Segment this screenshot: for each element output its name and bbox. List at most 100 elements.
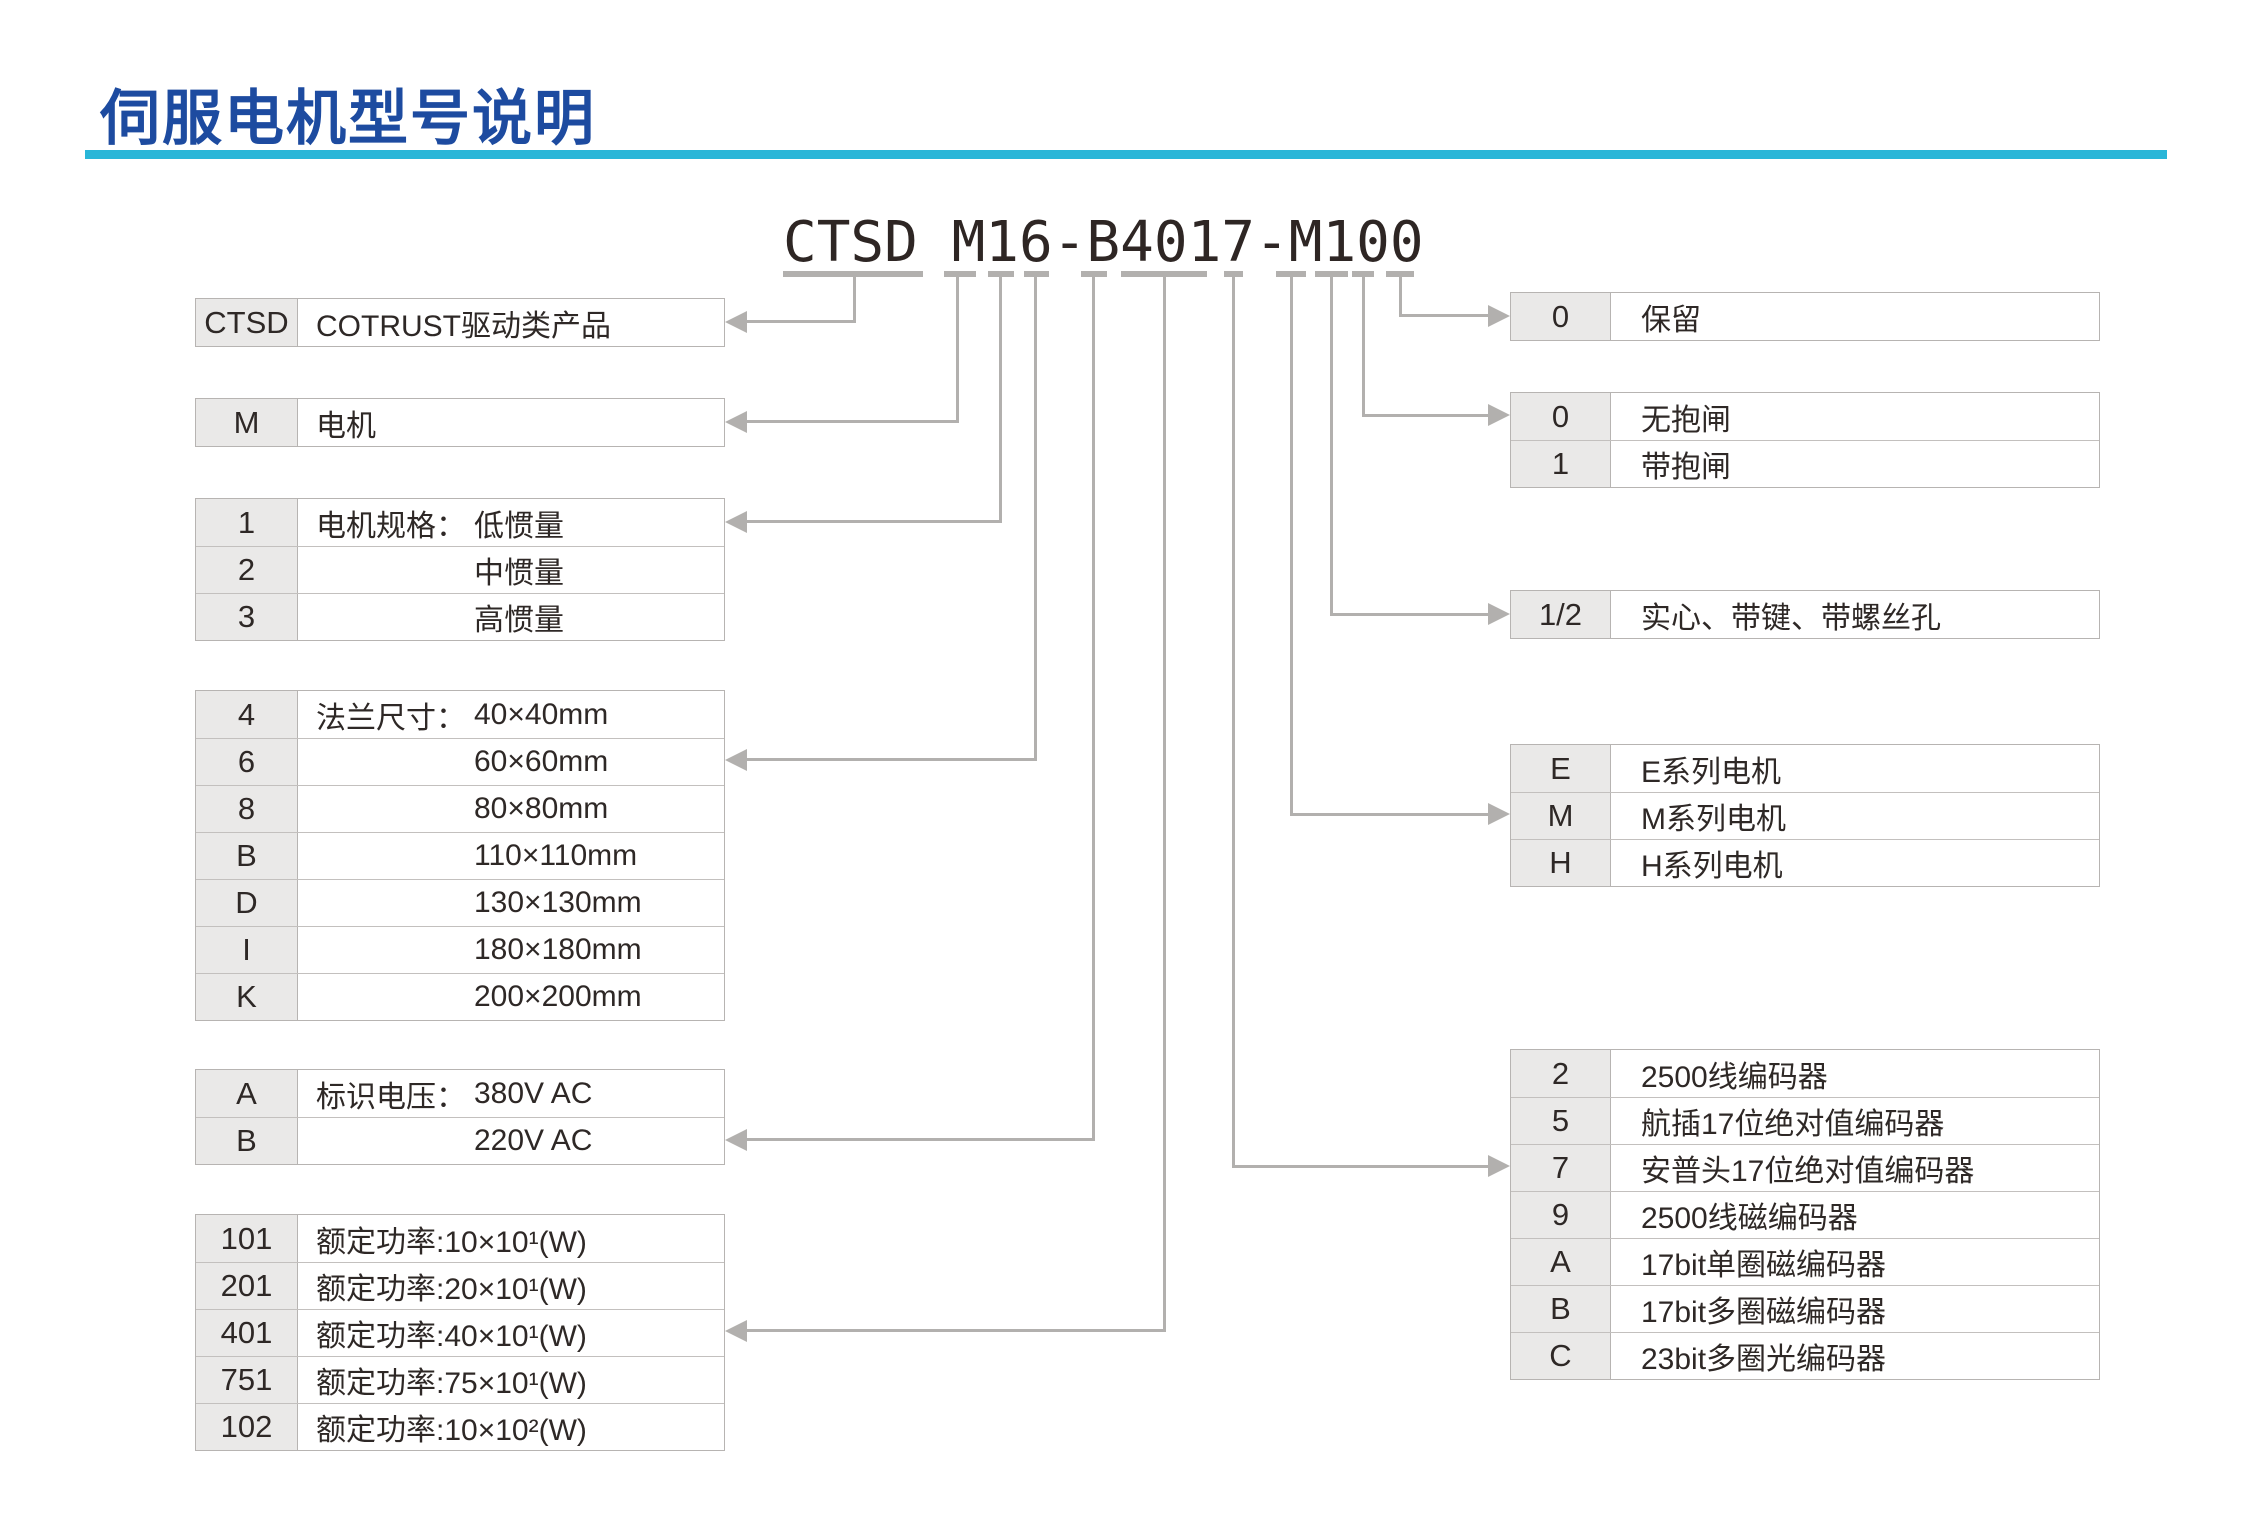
connector-line-vertical xyxy=(1162,277,1166,1332)
row-text: 电机 xyxy=(316,409,376,443)
row-value: 200×200mm xyxy=(298,974,724,1020)
connector-line-horizontal xyxy=(744,1329,1166,1332)
row-value: 中惯量 xyxy=(298,547,724,593)
row-value: 17bit单圈磁编码器 xyxy=(1611,1239,2099,1285)
row-text: 17bit单圈磁编码器 xyxy=(1641,1249,1887,1282)
row-value: 额定功率:75×10¹(W) xyxy=(298,1357,724,1403)
table-motor-type: M 电机 xyxy=(195,398,725,447)
row-value: 额定功率:10×10¹(W) xyxy=(298,1215,724,1262)
row-key: 101 xyxy=(196,1215,298,1262)
row-key: A xyxy=(1511,1239,1611,1285)
table-row: 201 额定功率:20×10¹(W) xyxy=(196,1262,724,1309)
arrow-left-icon xyxy=(725,1319,747,1342)
model-underline-bar xyxy=(944,271,976,277)
table-row: E E系列电机 xyxy=(1511,745,2099,792)
connector-line-horizontal xyxy=(1398,314,1491,317)
row-key: 1/2 xyxy=(1511,591,1611,638)
row-key: C xyxy=(1511,1333,1611,1379)
row-value: 130×130mm xyxy=(298,880,724,926)
row-text: 2500线编码器 xyxy=(1641,1060,1828,1094)
connector-line-horizontal xyxy=(1289,812,1491,816)
row-value: COTRUST驱动类产品 xyxy=(298,299,724,346)
row-text: E系列电机 xyxy=(1641,755,1782,789)
row-text: 额定功率:20×10¹(W) xyxy=(316,1273,587,1306)
row-text: 17bit多圈磁编码器 xyxy=(1641,1296,1887,1329)
row-text: 实心、带键、带螺丝孔 xyxy=(1641,601,1941,635)
connector-line-horizontal xyxy=(744,758,1037,761)
row-key: 8 xyxy=(196,786,298,832)
row-text: 200×200mm xyxy=(474,980,642,1013)
row-key: D xyxy=(196,880,298,926)
row-text: 航插17位绝对值编码器 xyxy=(1641,1108,1945,1141)
arrow-left-icon xyxy=(725,510,747,533)
row-value: 180×180mm xyxy=(298,927,724,973)
row-key: H xyxy=(1511,840,1611,886)
row-key: B xyxy=(196,1118,298,1164)
row-text: 2500线磁编码器 xyxy=(1641,1202,1858,1235)
model-underline-bar xyxy=(1315,271,1348,277)
row-key: M xyxy=(196,399,298,446)
row-text: 60×60mm xyxy=(474,745,609,778)
row-key: E xyxy=(1511,745,1611,792)
row-value: 110×110mm xyxy=(298,833,724,879)
arrow-left-icon xyxy=(725,410,747,433)
table-row: 2 2500线编码器 xyxy=(1511,1050,2099,1097)
row-text: 40×40mm xyxy=(474,697,609,731)
row-key: A xyxy=(196,1070,298,1117)
page-title: 伺服电机型号说明 xyxy=(100,85,596,152)
row-value: M系列电机 xyxy=(1611,793,2099,839)
row-value: 带抱闸 xyxy=(1611,441,2099,487)
connector-line-vertical xyxy=(1033,277,1037,761)
model-underline-bar xyxy=(1121,271,1207,277)
row-key: 4 xyxy=(196,691,298,738)
connector-line-horizontal xyxy=(1329,612,1491,616)
title-underline-rule xyxy=(85,150,2167,159)
row-value: 2500线编码器 xyxy=(1611,1050,2099,1097)
row-prefix-label: 电机规格： xyxy=(316,509,466,543)
row-key: 401 xyxy=(196,1310,298,1356)
arrow-right-icon xyxy=(1488,803,1510,825)
row-key: 751 xyxy=(196,1357,298,1403)
row-text: 安普头17位绝对值编码器 xyxy=(1641,1155,1975,1188)
connector-line-vertical xyxy=(955,277,959,423)
model-underline-bar xyxy=(988,271,1014,277)
model-underline-bar xyxy=(1276,271,1306,277)
row-text: M系列电机 xyxy=(1641,803,1786,836)
row-value: 标识电压：380V AC xyxy=(298,1070,724,1117)
row-value: 高惯量 xyxy=(298,594,724,640)
row-key: 7 xyxy=(1511,1145,1611,1191)
model-number: CTSD M16-B4017-M100 xyxy=(783,210,1424,275)
row-key: 201 xyxy=(196,1263,298,1309)
arrow-left-icon xyxy=(725,748,747,771)
row-text: 180×180mm xyxy=(474,933,642,966)
row-key: 2 xyxy=(196,547,298,593)
row-key: M xyxy=(1511,793,1611,839)
table-row: 5 航插17位绝对值编码器 xyxy=(1511,1097,2099,1144)
row-text: 高惯量 xyxy=(474,604,564,637)
row-text: 额定功率:10×10²(W) xyxy=(316,1414,587,1447)
row-value: 航插17位绝对值编码器 xyxy=(1611,1098,2099,1144)
connector-line-vertical xyxy=(852,277,856,323)
row-text: 额定功率:75×10¹(W) xyxy=(316,1367,587,1400)
row-text: COTRUST驱动类产品 xyxy=(316,309,611,343)
row-key: 2 xyxy=(1511,1050,1611,1097)
arrow-right-icon xyxy=(1488,603,1510,625)
arrow-left-icon xyxy=(725,1128,747,1151)
row-key: 5 xyxy=(1511,1098,1611,1144)
